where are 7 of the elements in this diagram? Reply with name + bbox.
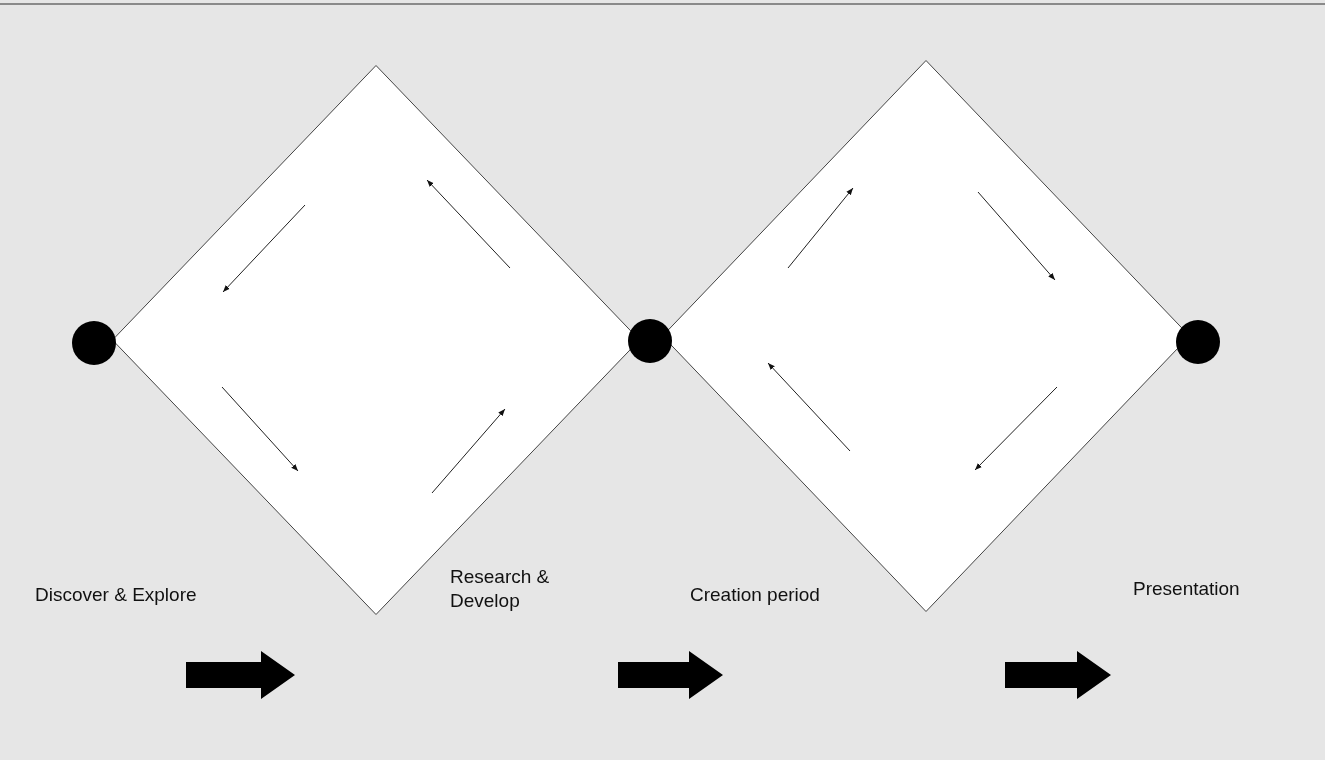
dot-marker [72, 321, 116, 365]
dot-marker [628, 319, 672, 363]
dot-marker [1176, 320, 1220, 364]
stage-label: Creation period [690, 583, 820, 607]
stage-label: Presentation [1133, 577, 1240, 601]
stage-label: Discover & Explore [35, 583, 197, 607]
stage-label: Research & Develop [450, 565, 551, 613]
